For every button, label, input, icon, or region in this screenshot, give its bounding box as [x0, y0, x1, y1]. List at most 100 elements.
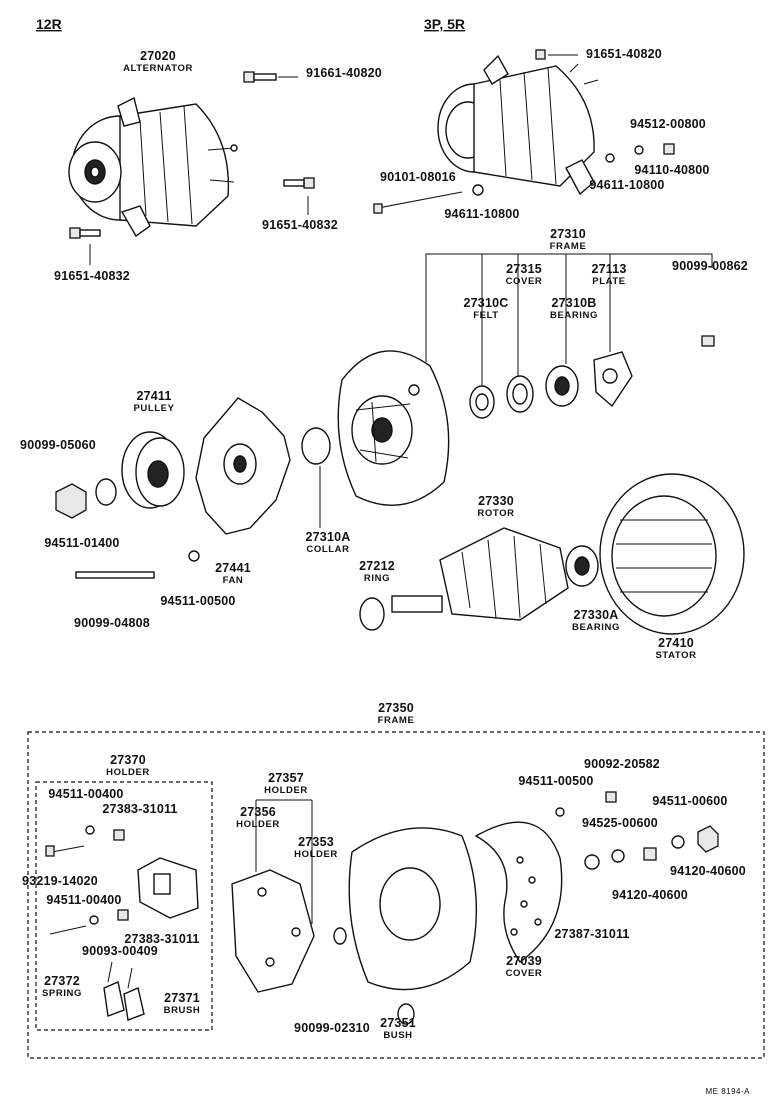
part-name-label: COVER [506, 276, 543, 287]
part-callout-27387-31011: 27387-31011 [554, 927, 629, 941]
holder-27370-group-box [35, 781, 213, 1031]
part-name-label: COLLAR [306, 544, 349, 555]
part-number-label: 91651-40832 [54, 269, 130, 283]
part-number-label: 94511-00400 [46, 893, 121, 907]
part-number-label: 94611-10800 [589, 178, 664, 192]
part-number-label: 90099-04808 [74, 616, 150, 630]
part-number-label: 27372 [44, 974, 80, 988]
part-number-label: 27357 [268, 771, 304, 785]
rectifier-holder-drawing [231, 799, 347, 993]
bearing-and-seals [469, 351, 633, 419]
part-name-label: ALTERNATOR [123, 63, 193, 74]
bolt-12r-bottom [69, 227, 101, 265]
part-number-label: 27410 [658, 636, 694, 650]
part-callout-94511-00500: 94511-00500 [160, 594, 235, 608]
part-name-label: STATOR [655, 650, 696, 661]
part-number-label: 27371 [164, 991, 200, 1005]
part-number-label: 90099-05060 [20, 438, 96, 452]
drawing-code: ME 8194-A [705, 1087, 750, 1096]
model-header-12r: 12R [36, 16, 62, 32]
part-number-label: 94120-40600 [670, 864, 746, 878]
part-number-label: 27113 [591, 262, 626, 276]
part-number-label: 91651-40820 [586, 47, 662, 61]
part-number-label: 27351 [380, 1016, 416, 1030]
part-name-label: BEARING [572, 622, 620, 633]
part-callout-91661-40820: 91661-40820 [306, 66, 382, 80]
part-callout-93219-14020: 93219-14020 [22, 874, 98, 888]
part-callout-90099-05060: 90099-05060 [20, 438, 96, 452]
part-callout-90099-00862: 90099-00862 [672, 259, 748, 273]
part-callout-27383-31011: 27383-31011 [102, 802, 177, 816]
part-number-label: 90101-08016 [380, 170, 456, 184]
part-name-label: PLATE [592, 276, 625, 287]
part-number-label: 27330 [478, 494, 514, 508]
part-number-label: 27356 [240, 805, 276, 819]
part-number-label: 90099-00862 [672, 259, 748, 273]
part-callout-90093-00409: 90093-00409 [82, 944, 158, 958]
part-callout-91651-40832: 91651-40832 [54, 269, 130, 283]
part-callout-27383-31011: 27383-31011 [124, 932, 199, 946]
part-number-label: 27353 [298, 835, 334, 849]
part-number-label: 94512-00800 [630, 117, 706, 131]
part-number-label: 27310A [306, 530, 351, 544]
part-number-label: 27330A [574, 608, 619, 622]
washers-3p-5r [373, 143, 675, 214]
part-name-label: PULLEY [133, 403, 174, 414]
part-number-label: 27387-31011 [554, 927, 629, 941]
part-number-label: 27350 [378, 701, 414, 715]
part-number-label: 94611-10800 [444, 207, 519, 221]
part-number-label: 91661-40820 [306, 66, 382, 80]
part-callout-90101-08016: 90101-08016 [380, 170, 456, 184]
rotor-and-stator [359, 473, 745, 635]
part-number-label: 90093-00409 [82, 944, 158, 958]
part-name-label: FAN [223, 575, 244, 586]
pulley-and-fan [55, 397, 331, 579]
alternator-12r-drawing [68, 96, 238, 238]
part-callout-94120-40600: 94120-40600 [612, 888, 688, 902]
part-name-label: HOLDER [264, 785, 308, 796]
part-name-label: RING [364, 573, 390, 584]
model-header-3p-5r: 3P, 5R [424, 16, 465, 32]
part-callout-94511-01400: 94511-01400 [44, 536, 119, 550]
part-name-label: HOLDER [294, 849, 338, 860]
part-number-label: 94525-00600 [582, 816, 658, 830]
part-callout-94511-00500: 94511-00500 [518, 774, 593, 788]
drive-frame-drawing [337, 350, 450, 506]
part-number-label: 27310B [552, 296, 597, 310]
part-name-label: FRAME [378, 715, 415, 726]
part-number-label: 90092-20582 [584, 757, 660, 771]
part-callout-94611-10800: 94611-10800 [444, 207, 519, 221]
part-name-label: FRAME [550, 241, 587, 252]
part-name-label: BUSH [383, 1030, 412, 1041]
part-number-label: 27212 [359, 559, 395, 573]
part-callout-94525-00600: 94525-00600 [582, 816, 658, 830]
part-number-label: 27310 [550, 227, 586, 241]
part-number-label: 94120-40600 [612, 888, 688, 902]
part-callout-94511-00400: 94511-00400 [46, 893, 121, 907]
brush-holder-drawing [45, 825, 199, 1021]
part-number-label: 94511-01400 [44, 536, 119, 550]
part-name-label: ROTOR [477, 508, 514, 519]
part-callout-91651-40832: 91651-40832 [262, 218, 338, 232]
part-name-label: FELT [473, 310, 498, 321]
part-number-label: 27383-31011 [124, 932, 199, 946]
frame-bracket-lines [425, 253, 715, 386]
part-name-label: BRUSH [164, 1005, 201, 1016]
